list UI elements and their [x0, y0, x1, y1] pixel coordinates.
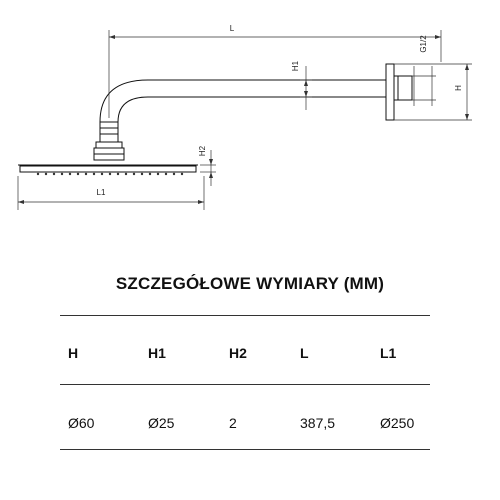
swivel-ball	[95, 141, 123, 149]
dim-label-h2: H2	[198, 145, 207, 156]
dim-label-h: H	[454, 85, 463, 91]
value-h: Ø60	[68, 415, 95, 431]
table-middle-rule	[60, 384, 430, 385]
shower-arm	[99, 79, 386, 123]
header-l: L	[300, 345, 309, 361]
dim-label-h1: H1	[291, 60, 300, 71]
table-top-rule	[60, 315, 430, 316]
value-l: 387,5	[300, 415, 336, 431]
header-h1: H1	[148, 345, 166, 361]
value-h1: Ø25	[148, 415, 175, 431]
dim-label-l: L	[230, 24, 235, 33]
value-l1: Ø250	[380, 415, 415, 431]
shower-arm-technical-drawing: L H1 G1/2 H H2 L1	[17, 24, 472, 210]
header-h: H	[68, 345, 79, 361]
table-bottom-rule	[60, 449, 430, 450]
dim-label-g12: G1/2	[419, 35, 428, 53]
shower-head-nozzles	[36, 172, 184, 176]
dim-label-l1: L1	[97, 188, 106, 197]
header-l1: L1	[380, 345, 397, 361]
wall-flange	[385, 63, 395, 121]
shower-head	[18, 164, 198, 173]
arm-connector	[99, 121, 119, 143]
header-h2: H2	[229, 345, 247, 361]
value-h2: 2	[229, 415, 237, 431]
flange-nut	[393, 75, 413, 101]
dimensions-title: SZCZEGÓŁOWE WYMIARY (MM)	[115, 274, 385, 293]
